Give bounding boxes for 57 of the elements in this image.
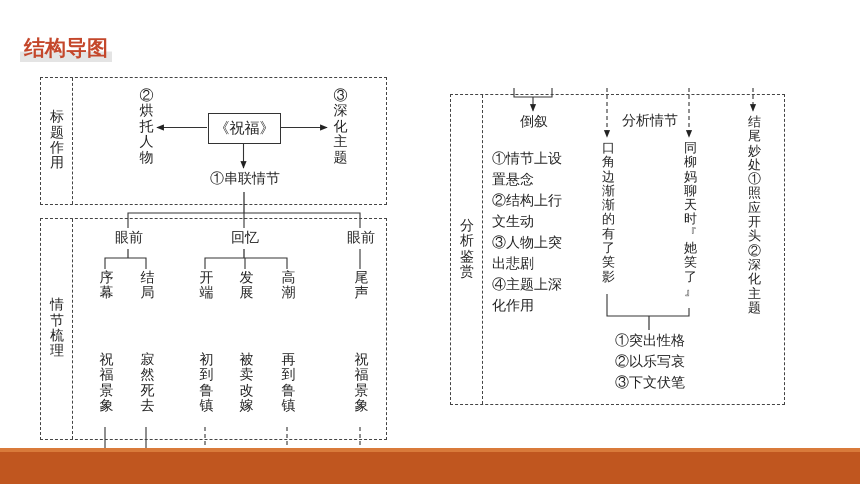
vertical-text: 寂然死去 <box>140 353 154 416</box>
connector-line <box>359 249 361 269</box>
connector-line <box>127 249 147 269</box>
connector-line <box>243 249 288 269</box>
connector-line <box>604 88 610 138</box>
connector-line <box>240 143 247 169</box>
dashed-panel <box>450 94 785 405</box>
dashed-panel <box>40 218 387 440</box>
node-text: 回忆 <box>226 230 264 248</box>
node-text: 眼前 <box>110 230 148 248</box>
section-heading: 标题作用 <box>50 110 64 172</box>
node-text: 眼前 <box>342 230 380 248</box>
node-text: ①串联情节 <box>201 171 289 191</box>
dashed-panel <box>40 77 387 205</box>
column-heading: 分析情节 <box>621 113 679 131</box>
title-box: 《祝福》 <box>208 113 281 144</box>
connector-line <box>513 87 553 112</box>
section-heading: 分析鉴赏 <box>460 218 474 280</box>
vertical-text: ③深化主题 <box>333 89 347 168</box>
vertical-text: 口角边渐渐的有了笑影 <box>602 141 614 286</box>
connector-line <box>286 427 288 448</box>
connector-line <box>243 192 361 228</box>
vertical-text: ②深化主题 <box>748 244 760 316</box>
section-heading: 情节梳理 <box>50 298 64 360</box>
connector-line <box>204 427 206 448</box>
node-text: ②以乐写哀 <box>615 353 685 372</box>
list-item: ①情节上设置悬念 <box>492 150 563 190</box>
vertical-text: 初到鲁镇 <box>199 353 213 416</box>
vertical-text: 结尾妙处 <box>748 115 760 172</box>
vertical-text: 序幕 <box>99 271 113 303</box>
node-text: ①突出性格 <box>615 332 685 351</box>
vertical-text: 同柳妈聊天时『她笑了』 <box>684 141 696 300</box>
connector-line <box>145 427 147 448</box>
vertical-text: 再到鲁镇 <box>281 353 295 416</box>
vertical-text: 祝福景象 <box>99 353 113 416</box>
vertical-text: 结局 <box>140 271 154 303</box>
connector-line <box>359 427 361 448</box>
connector-line <box>280 124 328 131</box>
vertical-text: 尾声 <box>354 271 368 303</box>
connector-line <box>156 124 207 131</box>
node-text: 倒叙 <box>515 114 553 132</box>
title: 结构导图 <box>20 34 112 62</box>
list-item: ②结构上行文生动 <box>492 192 563 232</box>
vertical-text: 被卖改嫁 <box>239 353 253 416</box>
connector-line <box>104 427 106 448</box>
vertical-text: 开端 <box>199 271 213 303</box>
vertical-text: ②烘托人物 <box>139 89 153 168</box>
list-item: ③人物上突出悲剧 <box>492 234 563 274</box>
connector-line <box>686 88 692 138</box>
vertical-text: 发展 <box>239 271 253 303</box>
connector-line <box>648 308 690 330</box>
vertical-text: 高潮 <box>281 271 295 303</box>
node-text: ③下文伏笔 <box>615 374 685 393</box>
vertical-text: 祝福景象 <box>354 353 368 416</box>
list-item: ④主题上深化作用 <box>492 276 563 316</box>
connector-line <box>750 88 756 112</box>
vertical-text: ①照应开头 <box>748 172 760 244</box>
